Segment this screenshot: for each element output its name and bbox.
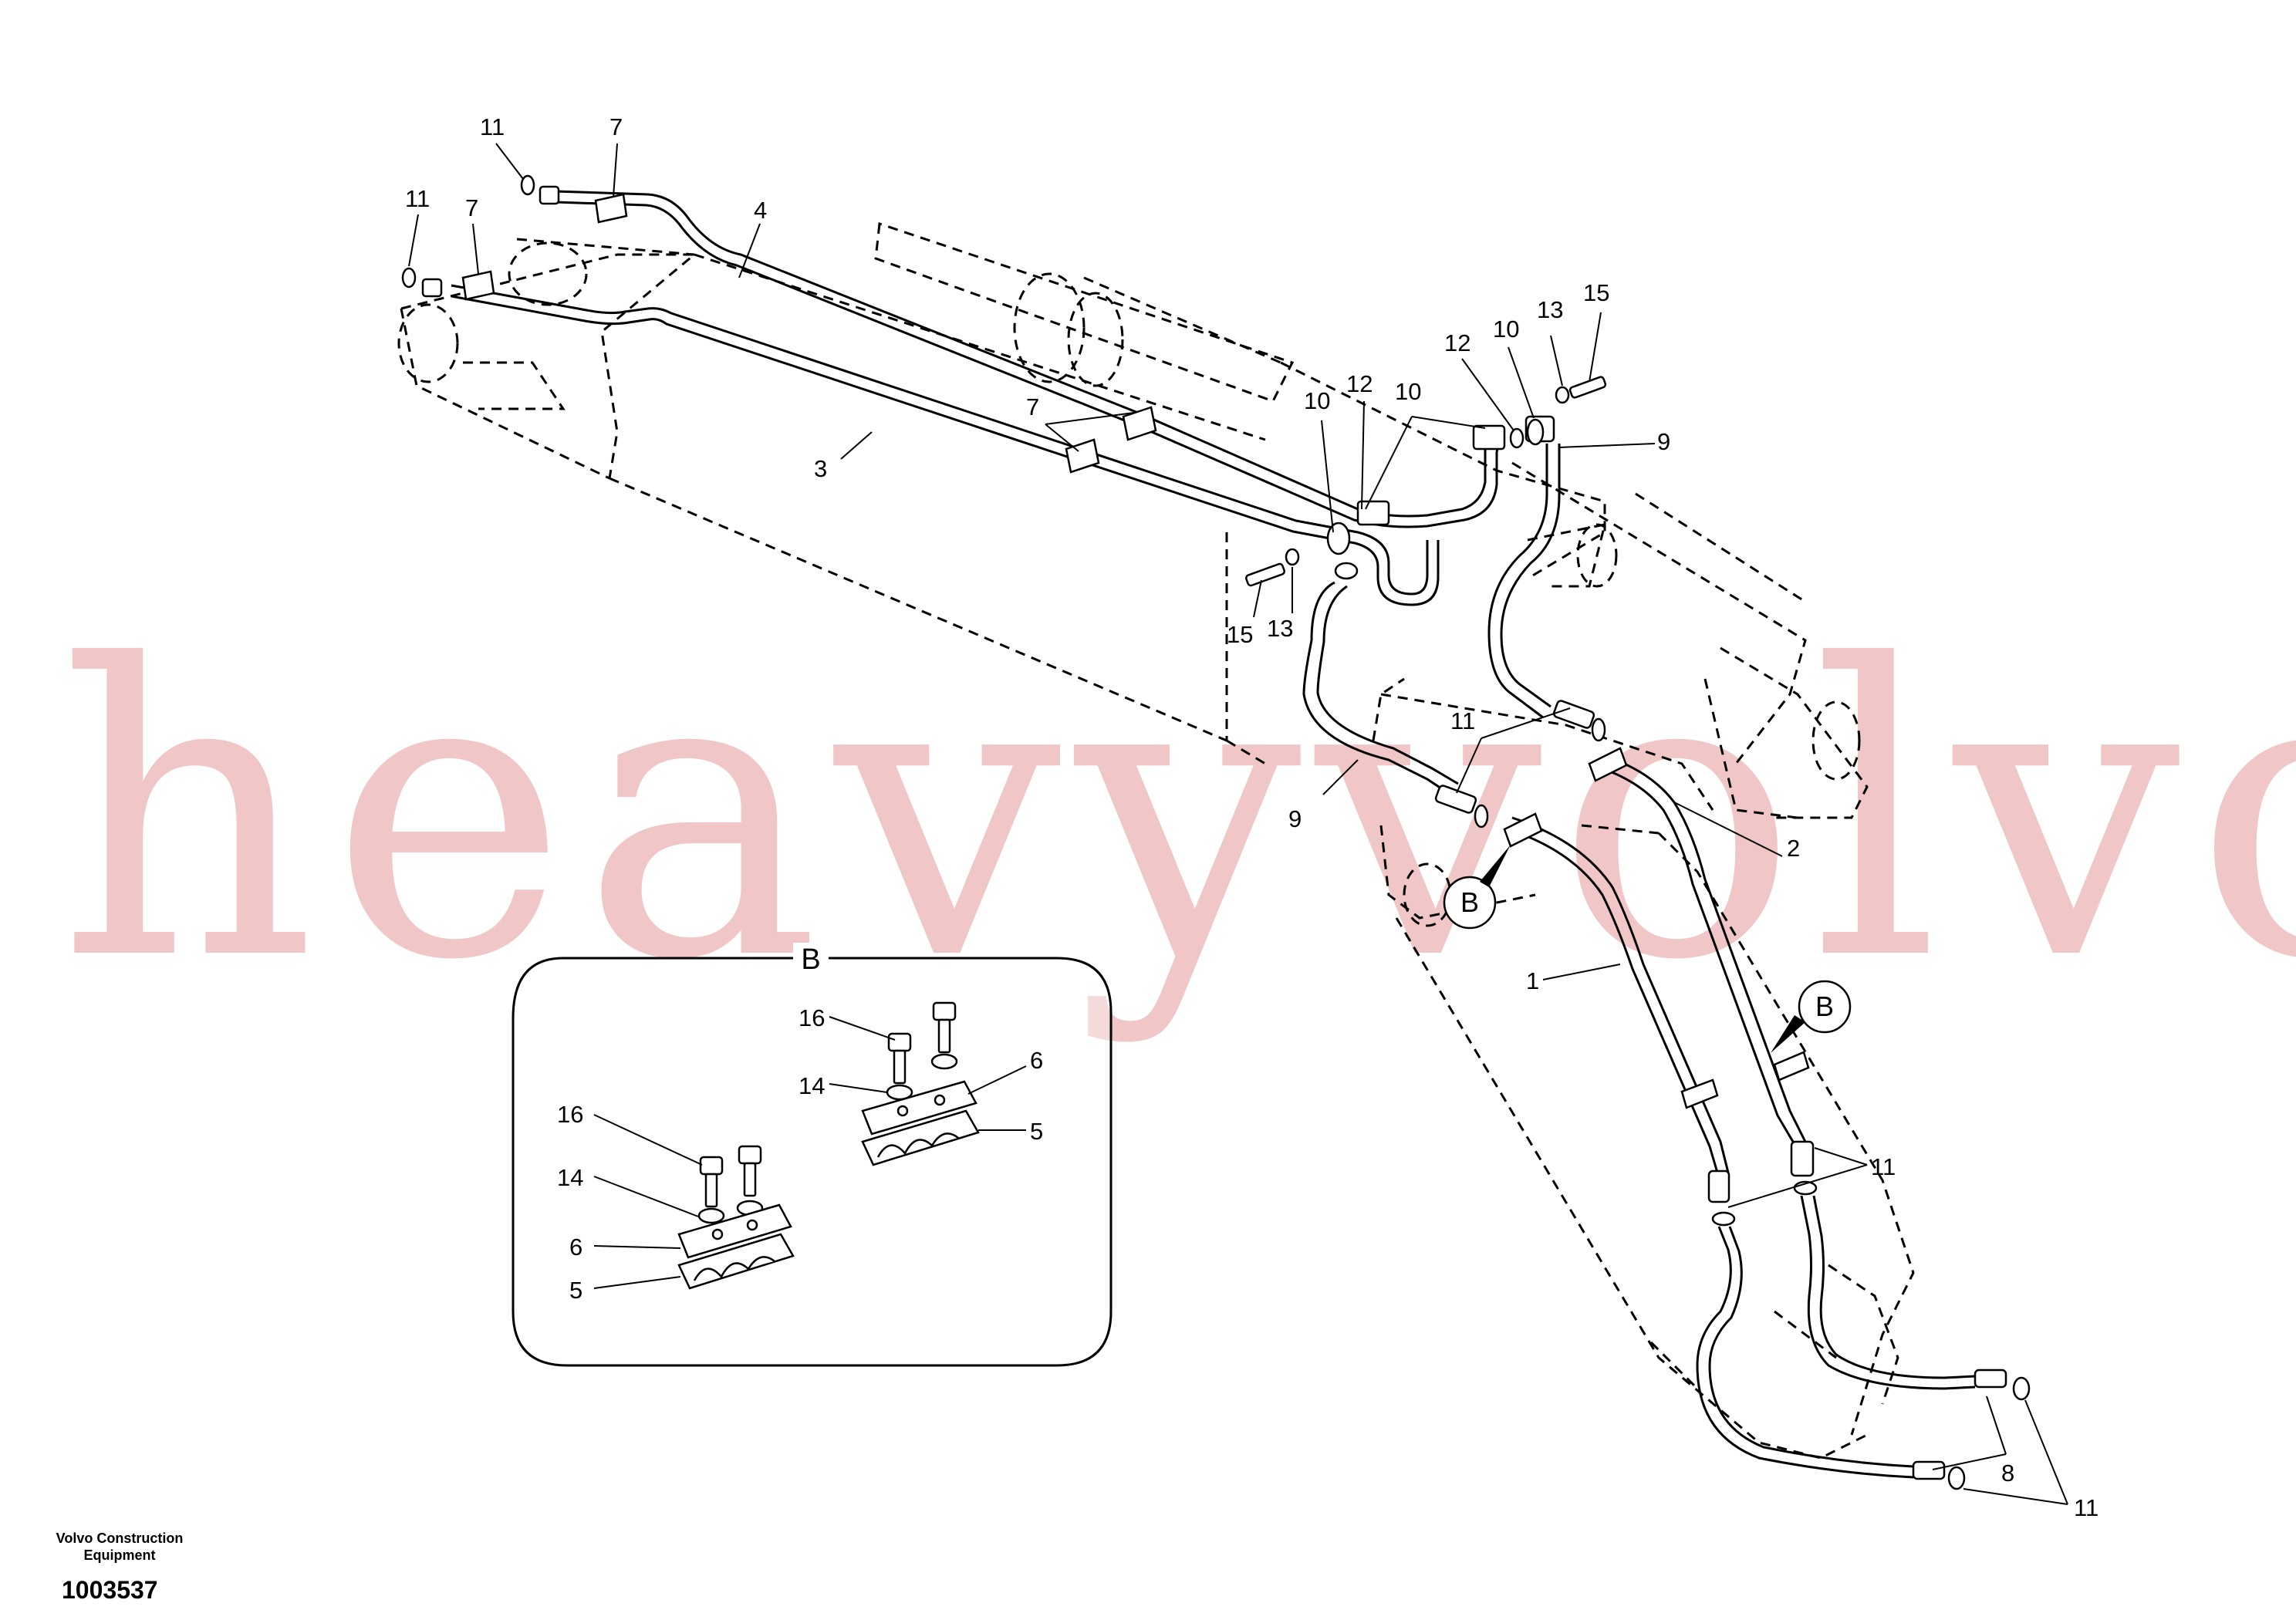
clamp-assembly-left	[677, 1145, 795, 1290]
callout-10: 10	[1493, 316, 1519, 343]
fittings	[401, 174, 2031, 1490]
callout-9: 9	[1657, 428, 1670, 455]
hose-8-lower	[1696, 1226, 1914, 1479]
hose-9-left	[1302, 581, 1459, 796]
view-marker-b-1: B	[1443, 845, 1511, 930]
callout-11: 11	[1450, 707, 1475, 734]
callout-10: 10	[1395, 378, 1421, 405]
callout-7: 7	[465, 194, 478, 221]
callout-7: 7	[609, 113, 623, 140]
callout-1: 1	[1526, 967, 1539, 994]
callout-9: 9	[1288, 805, 1302, 832]
pipe-1	[1510, 816, 1730, 1173]
detail-view-b: B	[512, 943, 1113, 1367]
callout-15: 15	[1227, 621, 1253, 648]
callout-4: 4	[754, 197, 767, 224]
callout-11: 11	[1871, 1153, 1896, 1180]
hose-8-upper	[1800, 1195, 1976, 1390]
callout-labels: 11 7 11 7 4 3 7 10 12 10 15 13 12 10 13 …	[405, 113, 2098, 1521]
detail-callout-16: 16	[799, 1004, 825, 1031]
view-marker-b-2: B	[1771, 980, 1852, 1053]
detail-callout-5: 5	[1030, 1118, 1043, 1145]
clamp-assembly-right	[861, 1001, 980, 1166]
callout-13: 13	[1537, 296, 1563, 323]
callout-12: 12	[1444, 329, 1470, 356]
manufacturer-line-2: Equipment	[83, 1547, 156, 1563]
callout-3: 3	[814, 455, 827, 482]
detail-callout-6: 6	[1030, 1047, 1043, 1074]
callout-12: 12	[1346, 370, 1373, 397]
pipe-3	[451, 284, 1440, 606]
detail-callout-16: 16	[557, 1101, 583, 1128]
part-number: 1003537	[62, 1576, 158, 1604]
leader-lines	[408, 143, 2068, 1505]
callout-13: 13	[1267, 615, 1293, 642]
callout-11: 11	[480, 113, 505, 140]
callout-11: 11	[405, 185, 430, 212]
detail-callout-14: 14	[799, 1072, 825, 1099]
callout-11: 11	[2074, 1494, 2098, 1521]
view-marker-label: B	[1460, 886, 1479, 918]
manufacturer-caption: Volvo Construction Equipment	[23, 1530, 216, 1564]
callout-10: 10	[1304, 387, 1330, 414]
hose-9-right	[1487, 444, 1561, 719]
detail-callout-6: 6	[569, 1234, 582, 1261]
watermark-text: heavyvolvo.com	[58, 580, 2296, 1048]
callout-7: 7	[1026, 393, 1039, 420]
manufacturer-line-1: Volvo Construction	[56, 1531, 184, 1546]
detail-view-title: B	[801, 943, 820, 976]
callout-15: 15	[1583, 279, 1609, 306]
boom-outline	[397, 221, 1915, 1460]
pipe-4	[555, 190, 1504, 528]
detail-callout-14: 14	[557, 1164, 583, 1191]
callout-2: 2	[1787, 835, 1800, 862]
callout-8: 8	[2001, 1460, 2014, 1487]
view-marker-label: B	[1815, 991, 1834, 1022]
detail-callout-5: 5	[569, 1277, 582, 1304]
